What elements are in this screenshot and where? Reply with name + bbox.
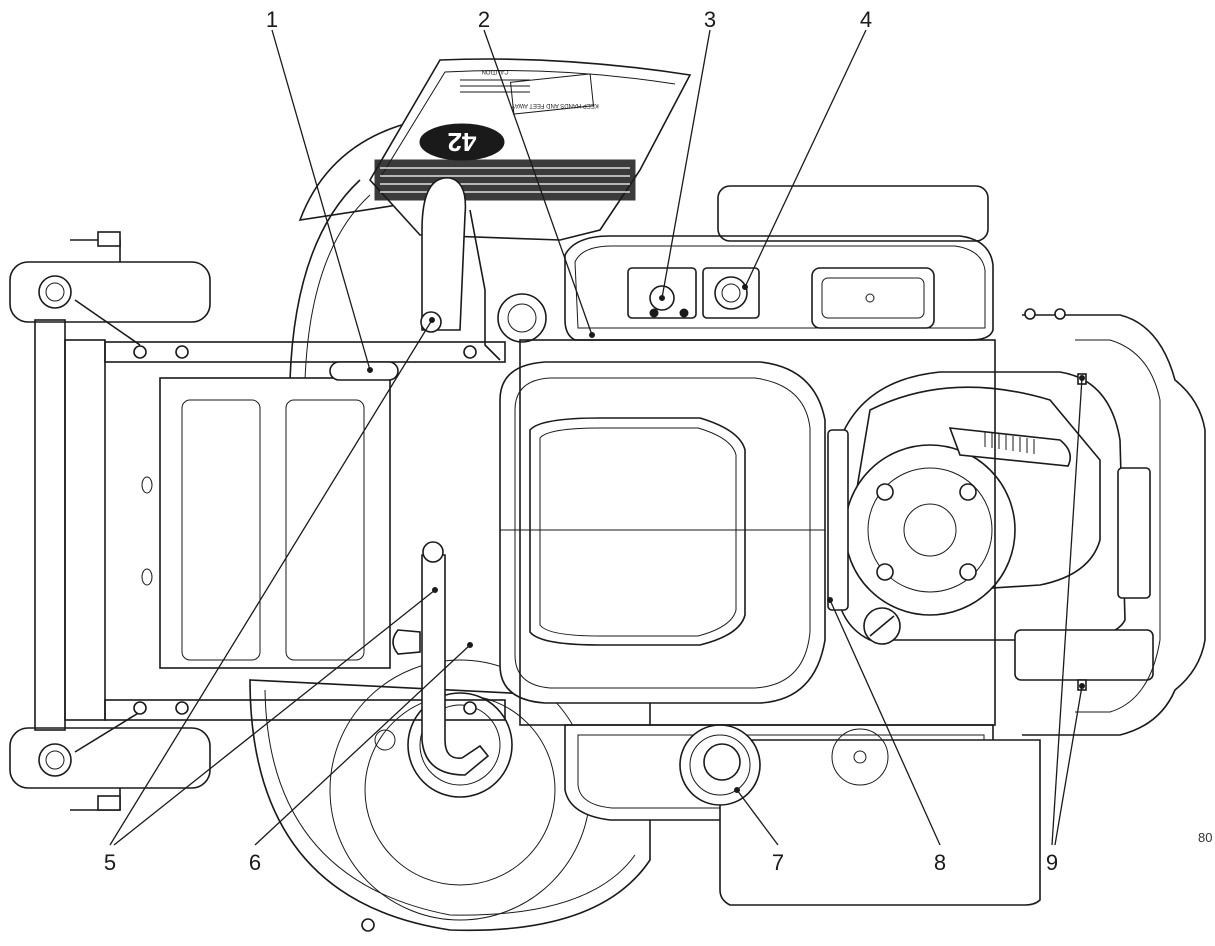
control-panel [564,185,994,341]
leader-8 [829,599,941,846]
fuel-tank-fender [564,724,1041,906]
leader-6 [254,644,471,846]
front-frame [9,231,211,811]
leader-7 [736,789,779,846]
deck-size-text: 42 [448,127,477,157]
seat [499,361,826,704]
discharge-chute: 42 CAUTION KEEP HANDS AND FEET AWAY [369,58,692,241]
figure-code: 80 [1198,830,1212,845]
leader-5a [109,319,433,846]
leader-3 [661,29,711,299]
svg-text:KEEP HANDS AND FEET AWAY: KEEP HANDS AND FEET AWAY [511,102,599,108]
leader-4 [744,29,867,288]
callout-4: 4 [860,7,872,32]
storage-tray [811,267,935,329]
deck-size-logo [419,123,505,161]
rear-frame [519,308,1206,736]
callout-8: 8 [934,850,946,875]
callout-3: 3 [704,7,716,32]
callout-1: 1 [266,7,278,32]
callout-9: 9 [1046,850,1058,875]
leader-9b [1054,685,1083,846]
callout-5: 5 [104,850,116,875]
callout-leaders [109,29,1085,846]
caution-decal: CAUTION KEEP HANDS AND FEET AWAY [460,68,599,115]
leader-5b [113,589,436,846]
leader-1 [271,29,371,371]
callout-6: 6 [249,850,261,875]
callout-2: 2 [478,7,490,32]
foot-pan [104,341,506,721]
ignition-switch [714,276,748,310]
deck-lift-pedal [329,361,399,381]
engine [827,371,1154,681]
leader-9a [1051,377,1083,846]
motion-control-levers [420,177,501,776]
leader-2 [483,29,593,336]
callout-7: 7 [772,850,784,875]
callout-numbers: 1 2 3 4 5 6 7 8 9 [104,7,1058,875]
svg-text:CAUTION: CAUTION [482,68,509,74]
